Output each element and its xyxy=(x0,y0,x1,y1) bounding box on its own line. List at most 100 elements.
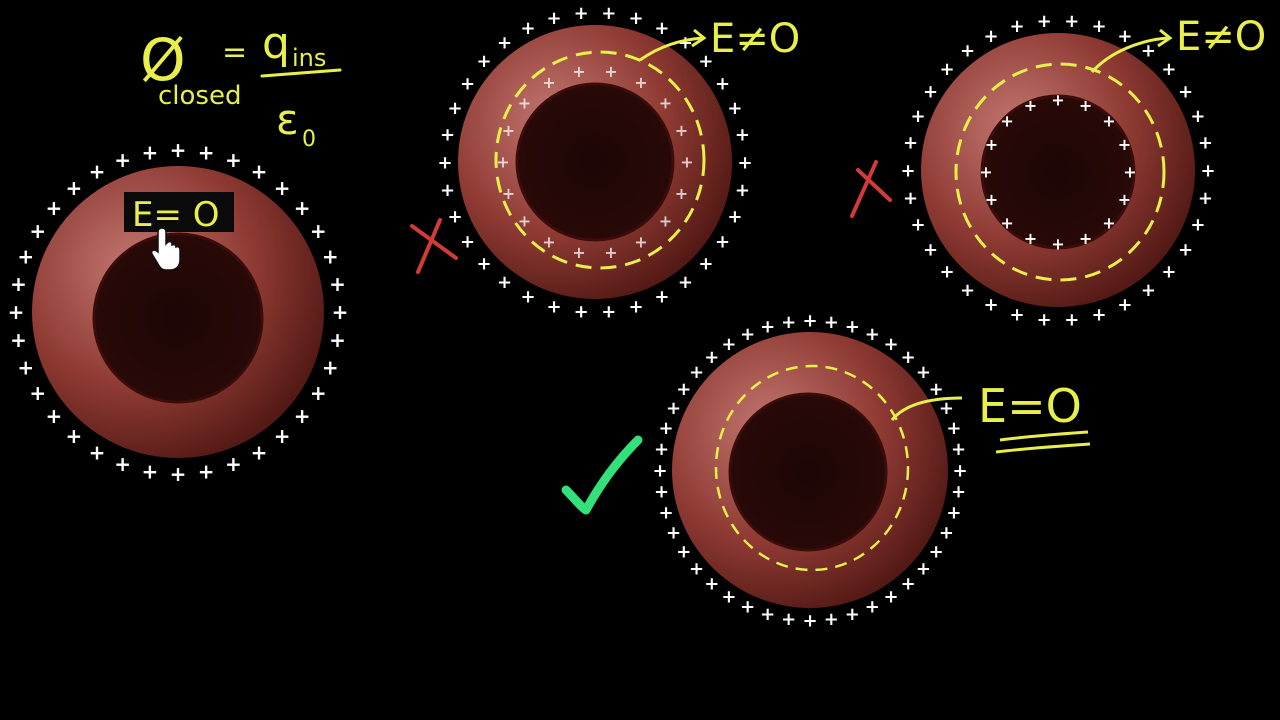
charge-plus-22: + xyxy=(654,482,669,503)
charge-plus-26: + xyxy=(666,398,681,419)
charge-plus-26: + xyxy=(114,148,131,172)
charge-plus-8: + xyxy=(884,587,899,608)
gauss-law-formula: Ø = closed q ins ε 0 xyxy=(140,18,342,152)
charge-plus-21: + xyxy=(659,503,674,524)
charge-plus-7: + xyxy=(1117,295,1132,316)
formula-numerator-sub: ins xyxy=(292,44,326,72)
charge-plus-10: + xyxy=(1037,310,1052,331)
arrow-right xyxy=(1090,36,1169,74)
hand-pointer-icon xyxy=(150,227,181,271)
charge-plus-29: + xyxy=(198,141,215,165)
inner-charge-plus-2: + xyxy=(675,184,688,203)
charge-plus-26: + xyxy=(1037,11,1052,32)
inner-charge-plus-1: + xyxy=(1123,163,1136,182)
inner-charge-plus-8: + xyxy=(518,212,531,231)
formula-fraction-bar xyxy=(260,68,342,78)
charge-plus-27: + xyxy=(1064,11,1079,32)
inner-charge-plus-10: + xyxy=(985,135,998,154)
charge-plus-34: + xyxy=(735,125,750,146)
label-e0-bottom-underline-2 xyxy=(995,442,1091,454)
charge-plus-3: + xyxy=(322,355,339,379)
shell-middle: ++++++++++++++++++++++++++++++++++ +++++… xyxy=(437,3,800,323)
inner-charge-plus-11: + xyxy=(502,121,515,140)
charge-plus-17: + xyxy=(440,180,455,201)
charge-plus-19: + xyxy=(440,125,455,146)
charge-plus-31: + xyxy=(740,324,755,345)
charge-plus-12: + xyxy=(114,452,131,476)
charge-plus-33: + xyxy=(1190,106,1205,127)
charge-plus-17: + xyxy=(17,355,34,379)
arrow-middle xyxy=(639,36,703,62)
charge-plus-18: + xyxy=(689,559,704,580)
formula-denominator-sub: 0 xyxy=(302,127,316,152)
charge-plus-26: + xyxy=(574,3,589,24)
charge-plus-23: + xyxy=(497,33,512,54)
charge-plus-13: + xyxy=(89,440,106,464)
charge-plus-11: + xyxy=(142,460,159,484)
charge-plus-25: + xyxy=(546,8,561,29)
gaussian-surface-right xyxy=(954,62,1166,282)
inner-charge-plus-2: + xyxy=(1118,190,1131,209)
charge-plus-7: + xyxy=(654,287,669,308)
charge-plus-1: + xyxy=(1200,160,1215,181)
label-e-neq-0-right: E≠O xyxy=(1176,14,1266,60)
charge-plus-31: + xyxy=(698,51,713,72)
charge-plus-12: + xyxy=(984,295,999,316)
charge-plus-39: + xyxy=(901,347,916,368)
shell-right-cavity xyxy=(980,94,1136,250)
charge-plus-8: + xyxy=(225,452,242,476)
charge-plus-43: + xyxy=(946,418,961,439)
charge-plus-11: + xyxy=(824,609,839,630)
charge-plus-1: + xyxy=(332,300,349,324)
inner-charge-plus-13: + xyxy=(1051,91,1064,110)
inner-charge-plus-3: + xyxy=(1102,214,1115,233)
cross-mark-icon xyxy=(410,218,458,274)
formula-phi: Ø xyxy=(140,26,186,94)
charge-plus-34: + xyxy=(802,310,817,331)
charge-plus-33: + xyxy=(727,98,742,119)
charge-plus-36: + xyxy=(329,272,346,296)
charge-plus-2: + xyxy=(1198,188,1213,209)
charge-plus-9: + xyxy=(1064,310,1079,331)
charge-plus-18: + xyxy=(437,152,452,173)
label-e0-box: E= O xyxy=(132,195,220,235)
charge-plus-17: + xyxy=(704,574,719,595)
charge-plus-16: + xyxy=(448,207,463,228)
charge-plus-15: + xyxy=(740,597,755,618)
charge-plus-31: + xyxy=(251,160,268,184)
inner-charge-plus-16: + xyxy=(634,73,647,92)
charge-plus-12: + xyxy=(521,287,536,308)
charge-plus-9: + xyxy=(865,597,880,618)
arrow-right-head xyxy=(1157,28,1173,48)
charge-plus-28: + xyxy=(689,362,704,383)
charge-plus-3: + xyxy=(946,503,961,524)
charge-plus-33: + xyxy=(781,312,796,333)
charge-plus-14: + xyxy=(760,604,775,625)
inner-charge-plus-5: + xyxy=(1051,235,1064,254)
charge-plus-18: + xyxy=(10,328,27,352)
charge-plus-2: + xyxy=(735,180,750,201)
charge-plus-34: + xyxy=(310,219,327,243)
gaussian-surface-bottom xyxy=(714,364,910,572)
charge-plus-5: + xyxy=(1161,261,1176,282)
shell-middle-cavity xyxy=(515,82,675,242)
charge-plus-16: + xyxy=(721,587,736,608)
charge-plus-10: + xyxy=(170,462,187,486)
charge-plus-16: + xyxy=(911,215,926,236)
charge-plus-35: + xyxy=(824,312,839,333)
charge-plus-36: + xyxy=(845,316,860,337)
charge-plus-25: + xyxy=(659,418,674,439)
inner-charge-plus-1: + xyxy=(680,153,693,172)
inner-charge-plus-12: + xyxy=(518,94,531,113)
charge-plus-31: + xyxy=(1161,59,1176,80)
charge-plus-41: + xyxy=(929,379,944,400)
charge-plus-2: + xyxy=(329,328,346,352)
charge-plus-4: + xyxy=(310,381,327,405)
charge-plus-22: + xyxy=(29,219,46,243)
charge-plus-29: + xyxy=(654,18,669,39)
label-e-neq-0-mid: E≠O xyxy=(710,16,800,62)
charge-plus-4: + xyxy=(1178,239,1193,260)
charge-plus-42: + xyxy=(939,398,954,419)
charge-plus-24: + xyxy=(984,26,999,47)
charge-plus-28: + xyxy=(1091,16,1106,37)
